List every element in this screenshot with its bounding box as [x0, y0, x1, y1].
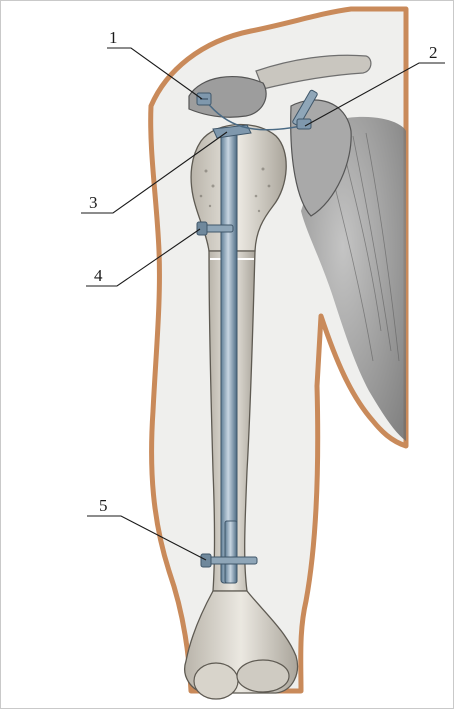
- trochlea: [237, 660, 289, 692]
- callout-4: 4: [94, 266, 103, 285]
- callout-3: 3: [89, 193, 98, 212]
- intramedullary-nail: [221, 133, 237, 583]
- capitulum: [194, 663, 238, 699]
- nail-tip: [225, 521, 237, 583]
- callout-5: 5: [99, 496, 108, 515]
- screw-1: [197, 93, 211, 105]
- callout-2: 2: [429, 43, 438, 62]
- callout-1: 1: [109, 28, 118, 47]
